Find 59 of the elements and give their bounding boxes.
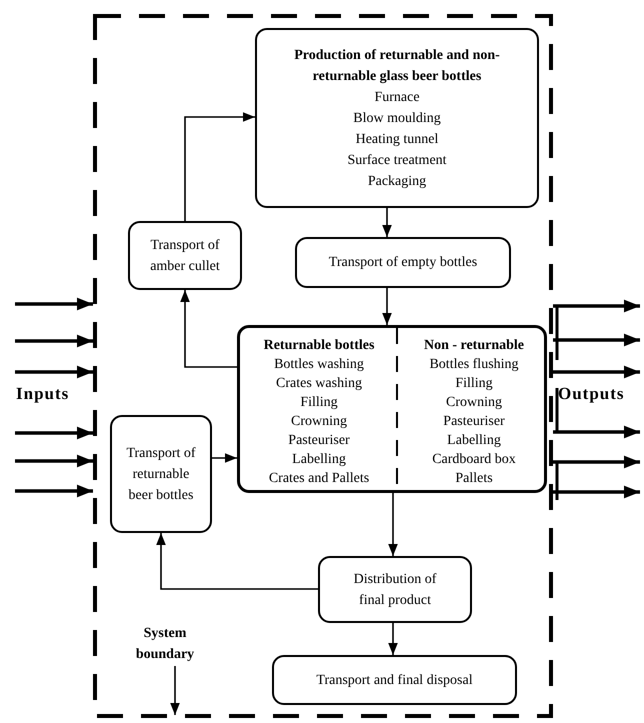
arrow <box>15 366 93 378</box>
process-step: Filling <box>455 374 493 393</box>
arrow <box>15 334 93 348</box>
process-step: Labelling <box>292 450 346 469</box>
arrow <box>553 486 640 498</box>
arrow <box>15 298 93 310</box>
box-label: Distribution of final product <box>352 570 438 610</box>
process-step: Cardboard box <box>432 450 516 469</box>
arrow <box>553 334 640 346</box>
box-label: Transport and final disposal <box>316 672 473 690</box>
system-boundary <box>93 14 553 718</box>
process-step: Pallets <box>455 469 493 488</box>
arrow <box>180 290 237 368</box>
arrow <box>553 300 640 312</box>
arrow <box>15 426 93 440</box>
box-heading: Production of returnable and non-returnable glass beer bottles <box>293 46 501 86</box>
process-box <box>295 237 511 288</box>
process-step: Blow moulding <box>353 108 441 128</box>
arrow <box>382 288 392 325</box>
process-step: Surface treatment <box>347 150 447 170</box>
process-box <box>255 28 539 208</box>
process-step: Labelling <box>447 431 501 450</box>
arrow <box>553 366 640 378</box>
process-box <box>237 325 547 493</box>
box-label: Transport of empty bottles <box>328 254 478 272</box>
side-label: Inputs <box>16 384 70 404</box>
process-step: Heating tunnel <box>356 128 438 150</box>
arrow <box>170 666 180 715</box>
process-step: Filling <box>300 393 338 412</box>
process-step: Furnace <box>374 86 420 108</box>
arrow <box>156 533 318 590</box>
side-label: Outputs <box>558 384 625 404</box>
box-heading: Returnable bottles <box>264 337 374 355</box>
process-step: Crowning <box>291 412 347 431</box>
arrow <box>553 456 640 468</box>
process-step: Pasteuriser <box>288 431 350 450</box>
process-step: Bottles flushing <box>429 355 519 374</box>
box-label: Transport of amber cullet <box>149 236 221 276</box>
process-step: Pasteuriser <box>443 412 505 431</box>
process-step: Crates and Pallets <box>268 469 370 488</box>
box-label: Transport of returnable beer bottles <box>125 444 197 504</box>
arrow <box>388 493 398 556</box>
process-step: Bottles washing <box>274 355 364 374</box>
box-heading: Non - returnable <box>424 337 524 355</box>
arrow <box>212 453 237 463</box>
arrow <box>388 623 398 655</box>
process-box <box>318 556 472 623</box>
process-box <box>110 415 212 533</box>
process-box <box>128 221 242 290</box>
process-step: Crowning <box>446 393 502 412</box>
process-step: Packaging <box>368 170 426 192</box>
boundary-label: System boundary <box>128 622 202 666</box>
arrow <box>382 208 392 237</box>
arrow <box>15 484 93 498</box>
arrow <box>553 426 640 438</box>
arrow <box>184 112 255 221</box>
process-step: Crates washing <box>276 374 362 393</box>
arrow <box>15 454 93 468</box>
process-box <box>272 655 517 705</box>
